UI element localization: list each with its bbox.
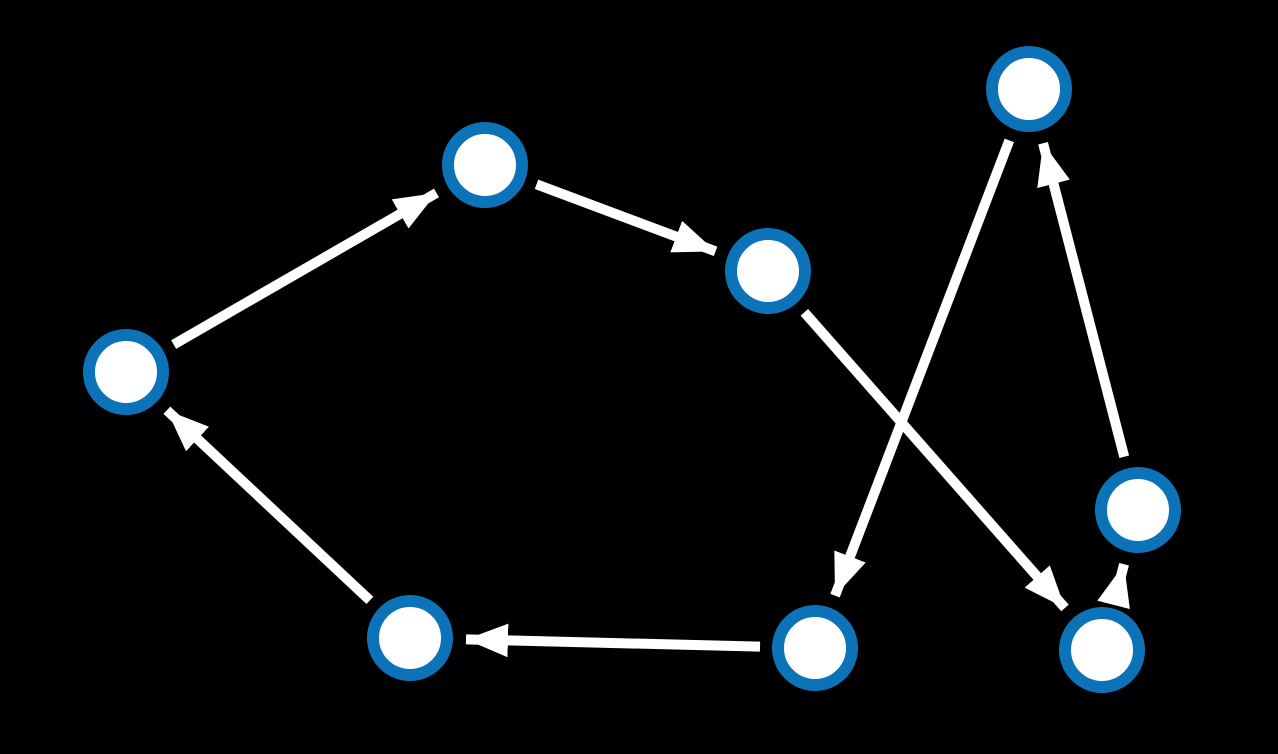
edges-layer	[163, 138, 1130, 658]
graph-node-n3	[725, 228, 811, 314]
nodes-layer	[83, 46, 1181, 693]
graph-edge-n1-n7	[830, 138, 1015, 598]
graph-edge-n7-n6	[465, 623, 761, 658]
graph-node-n8	[1059, 607, 1145, 693]
graph-node-n2	[442, 122, 528, 208]
graph-node-n1	[986, 46, 1072, 132]
graph-edge-n8-n5	[1097, 562, 1130, 610]
graph-node-n7	[772, 605, 858, 691]
graph-edge-n3-n8	[800, 308, 1069, 612]
graph-node-n4	[83, 329, 169, 415]
graph-edge-n4-n2	[171, 188, 439, 349]
graph-node-n5	[1095, 467, 1181, 553]
graph-node-n6	[367, 595, 453, 681]
graph-edge-n5-n1	[1037, 141, 1130, 459]
graph-edge-n2-n3	[534, 179, 718, 257]
graph-edge-n6-n4	[163, 406, 374, 605]
